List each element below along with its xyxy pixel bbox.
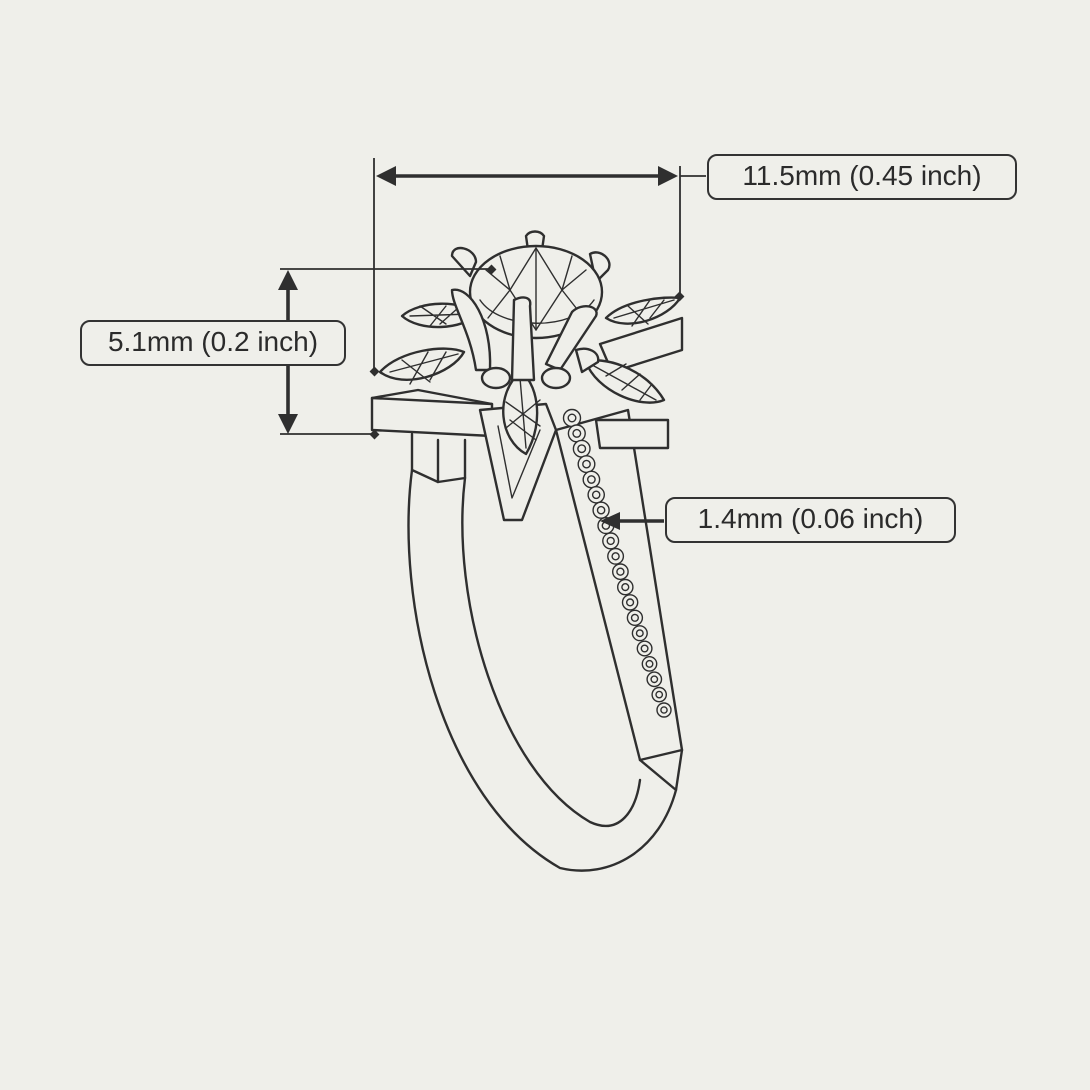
pave-stone xyxy=(567,424,586,443)
pave-stone xyxy=(602,532,620,550)
center-stone xyxy=(450,230,611,390)
ring-shank xyxy=(407,408,684,872)
pave-stone xyxy=(636,640,653,657)
pave-stone xyxy=(582,470,601,489)
marquise-lower-left xyxy=(378,347,466,385)
pave-stone xyxy=(641,656,658,672)
pave-stone-facet xyxy=(645,659,654,668)
star-setting xyxy=(370,316,684,522)
marquise-lower-right xyxy=(584,359,666,404)
pave-stone-facet xyxy=(587,475,596,484)
pave-stone xyxy=(646,671,663,688)
height-dimension-label: 5.1mm (0.2 inch) xyxy=(80,320,346,366)
pave-stone-facet xyxy=(577,444,587,454)
pave-stone xyxy=(656,702,672,718)
pave-stone-facet xyxy=(655,690,664,699)
pave-stone-facet xyxy=(616,567,625,576)
pave-stone-facet xyxy=(611,552,620,561)
pave-stone xyxy=(592,501,610,519)
pave-stone-facet xyxy=(572,428,582,438)
pave-stone xyxy=(631,625,648,642)
pave-stone-facet xyxy=(591,490,601,500)
pave-stone xyxy=(587,485,606,504)
pave-stones xyxy=(562,408,672,718)
pave-stone xyxy=(562,408,582,428)
pave-stone-facet xyxy=(582,459,591,469)
pave-stone-facet xyxy=(640,644,649,653)
pave-stone-facet xyxy=(606,536,615,546)
pave-stone xyxy=(621,594,639,611)
dimension-band xyxy=(600,512,664,530)
pave-stone xyxy=(617,578,634,596)
side-stones xyxy=(378,296,682,456)
pave-stone-facet xyxy=(596,505,606,515)
pave-stone xyxy=(577,455,596,474)
pave-stone xyxy=(626,609,644,626)
pave-stone xyxy=(607,547,625,565)
pave-stone xyxy=(651,686,668,703)
pave-stone-facet xyxy=(650,675,659,684)
pave-stone xyxy=(572,439,591,458)
marquise-center xyxy=(502,370,541,456)
pave-stone-facet xyxy=(635,629,644,638)
dimension-width xyxy=(369,158,706,377)
pave-stone xyxy=(612,563,629,581)
pave-stone-facet xyxy=(567,413,577,423)
width-dimension-label: 11.5mm (0.45 inch) xyxy=(707,154,1017,200)
band-dimension-label: 1.4mm (0.06 inch) xyxy=(665,497,956,543)
pave-stone-facet xyxy=(660,706,668,714)
pave-stone-facet xyxy=(630,613,640,622)
pave-stone-facet xyxy=(625,598,635,607)
pave-stone-facet xyxy=(621,582,630,592)
